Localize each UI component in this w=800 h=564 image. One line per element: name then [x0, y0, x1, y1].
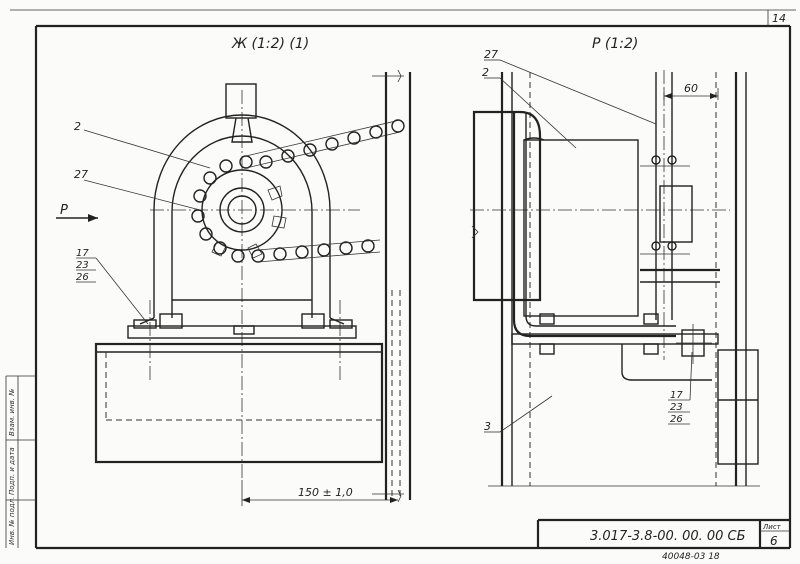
right-leader-2: 2	[482, 66, 489, 79]
left-dimension-150	[241, 480, 398, 506]
right-dimension-60	[663, 88, 719, 100]
view-right-title: Р (1:2)	[592, 36, 638, 52]
right-leader-17: 17	[670, 390, 683, 401]
left-leader-26: 26	[76, 272, 89, 283]
side-label-replace: Взам. инв. №	[8, 388, 16, 436]
sheet-number: 6	[770, 534, 778, 548]
right-leader-3: 3	[484, 420, 491, 433]
drawing-designation: 3.017-3.8-00. 00. 00 СБ	[590, 529, 746, 544]
view-left-title: Ж (1:2) (1)	[231, 36, 309, 52]
view-arrow-label: Р	[60, 203, 68, 218]
left-leader-27: 27	[74, 168, 88, 181]
right-view	[470, 70, 760, 487]
left-leader-23: 23	[76, 260, 89, 271]
sheet-label: Лист	[762, 523, 782, 531]
right-leader-27: 27	[484, 48, 498, 61]
right-leader-26: 26	[670, 414, 683, 425]
left-leader-2: 2	[74, 120, 81, 133]
side-label-inv: Инв. № подл.	[8, 497, 16, 545]
left-view	[56, 69, 412, 503]
left-dimension-text: 150 ± 1,0	[298, 486, 353, 499]
bottom-note: 40048-03 18	[662, 552, 720, 562]
left-leader-17: 17	[76, 248, 89, 259]
sheet-corner-number: 14	[772, 12, 786, 25]
left-leaders	[76, 129, 211, 325]
right-dimension-text: 60	[684, 82, 698, 95]
right-leader-23: 23	[670, 402, 683, 413]
sheet-frame	[5, 9, 796, 550]
side-label-sign: Подп. и дата	[8, 447, 16, 495]
title-block	[536, 518, 790, 548]
right-leaders	[484, 59, 693, 433]
